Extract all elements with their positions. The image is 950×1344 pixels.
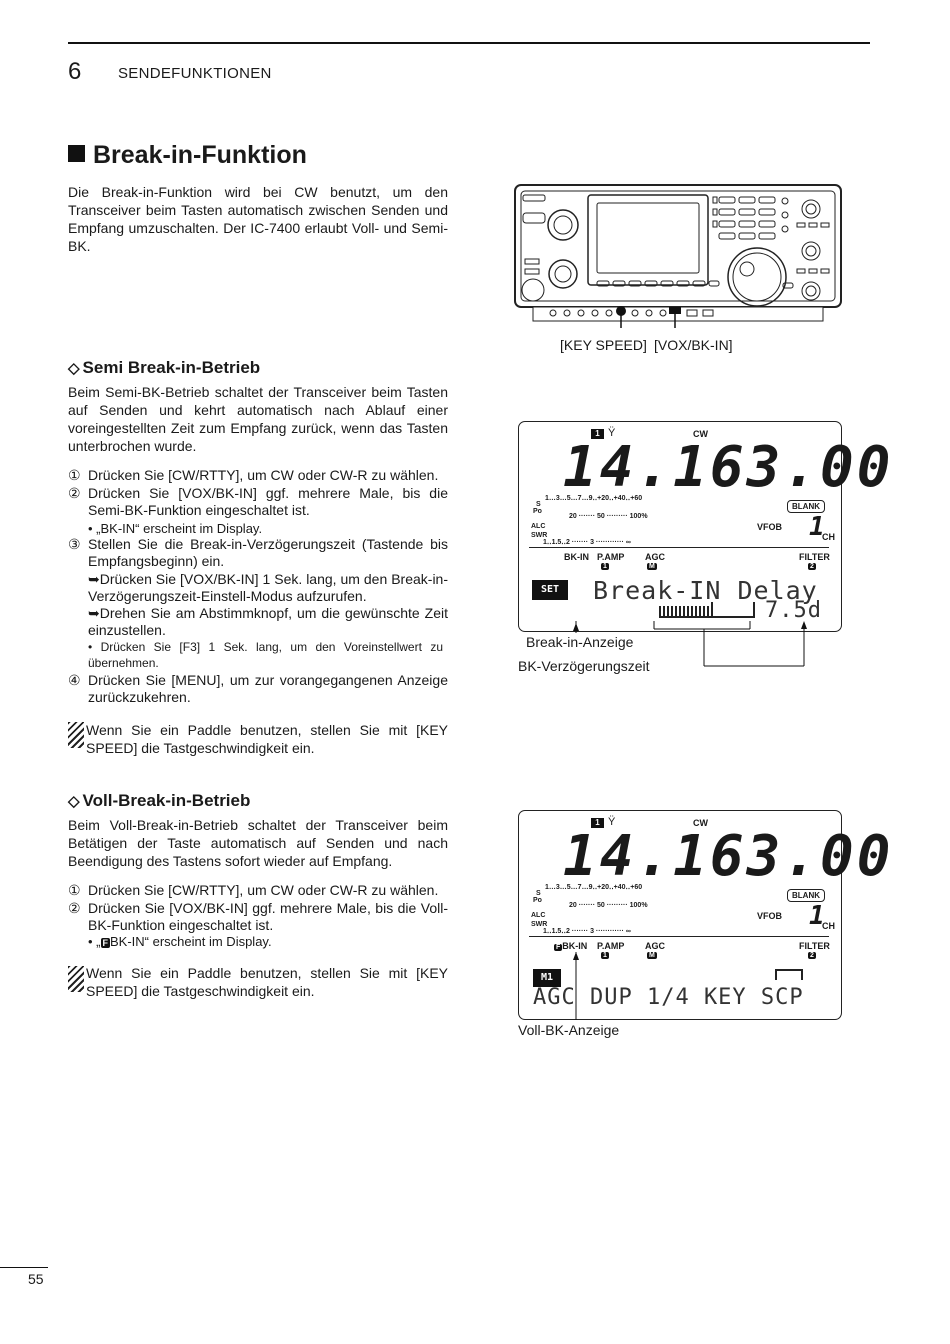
vfo-label: VFOB (757, 522, 783, 532)
s-meter-scale: 1…3…5…7…9‥+20‥+40‥+60 (545, 884, 643, 891)
semi-note: Wenn Sie ein Paddle benutzen, stellen Si… (86, 722, 448, 756)
dot-matrix-menu-line: AGC DUP 1/4 KEY SCP (533, 985, 804, 1010)
menu-m1-icon: M1 (533, 969, 561, 987)
delay-bar-frame (711, 602, 755, 618)
full-heading: ◇Voll-Break-in-Betrieb (68, 791, 251, 810)
s-meter-scale: 1…3…5…7…9‥+20‥+40‥+60 (545, 495, 643, 502)
f1-bkin: BK-IN (564, 552, 589, 562)
channel-number: 1 (809, 901, 827, 931)
blank-indicator: BLANK (787, 889, 825, 902)
note-hatch-icon (68, 722, 84, 748)
lcd2-callout-line (573, 952, 579, 1020)
semi-step-3-arrow-1: ➥Drücken Sie [VOX/BK-IN] 1 Sek. lang, um… (88, 571, 448, 604)
swr-label: SWR (531, 921, 548, 928)
header-rule (68, 42, 870, 44)
f4-sub: 2 (808, 563, 816, 570)
alc-label: ALC (531, 912, 546, 919)
semi-heading: ◇Semi Break-in-Betrieb (68, 358, 261, 377)
f4-filter: FILTER (799, 552, 830, 562)
antenna-icon: Ÿ (608, 816, 616, 828)
dot-matrix-line-1: Break-IN Delay (593, 576, 818, 605)
f4-sub: 2 (808, 952, 816, 959)
break-in-indicator-caption: Break-in-Anzeige (526, 634, 634, 650)
chapter-number: 6 (68, 58, 82, 85)
chapter-title: SENDEFUNKTIONEN (118, 65, 272, 82)
ch-label: CH (822, 921, 835, 931)
full-intro: Beim Voll-Break-in-Betrieb schaltet der … (68, 817, 448, 869)
lcd-display-full: 1 Ÿ CW 14.163.00 1…3…5…7…9‥+20‥+40‥+60 S… (518, 810, 890, 1020)
full-note: Wenn Sie ein Paddle benutzen, stellen Si… (86, 965, 448, 999)
section-title-text: Break-in-Funktion (93, 141, 307, 169)
frequency-display: 14.163.00 (563, 435, 894, 500)
footer-rule (0, 1267, 48, 1268)
mode-cw: CW (693, 429, 708, 439)
vfo-indicator-icon: 1 (591, 818, 604, 828)
key-speed-label: [KEY SPEED] (560, 337, 647, 353)
f4-filter: FILTER (799, 941, 830, 951)
po-scale: 20 ······· 50 ········· 100% (569, 513, 648, 520)
swr-scale: 1‥1.5‥2 ······· 3 ············ ∞ (543, 928, 631, 935)
vfo-label: VFOB (757, 911, 783, 921)
f3-agc: AGC (645, 552, 665, 562)
f2-pamp: P.AMP (597, 941, 625, 951)
page-number: 55 (28, 1271, 44, 1287)
function-key-divider (529, 547, 829, 548)
diamond-icon: ◇ (68, 793, 80, 810)
f3-agc: AGC (645, 941, 665, 951)
f2-pamp: P.AMP (597, 552, 625, 562)
note-hatch-icon (68, 966, 84, 992)
s-label: S (536, 501, 541, 508)
antenna-icon: Ÿ (608, 427, 616, 439)
s-label: S (536, 890, 541, 897)
radio-front-panel-figure (514, 184, 842, 328)
f2-sub: 1 (601, 952, 609, 959)
square-bullet-icon (68, 145, 85, 162)
f3-sub: M (647, 563, 657, 570)
po-label: Po (533, 897, 542, 904)
function-key-divider (529, 936, 829, 937)
diamond-icon: ◇ (68, 360, 80, 377)
semi-step-3-bullet: • Drücken Sie [F3] 1 Sek. lang, um den V… (88, 640, 443, 670)
vfo-indicator-icon: 1 (591, 429, 604, 439)
alc-label: ALC (531, 523, 546, 530)
frequency-display: 14.163.00 (563, 824, 894, 889)
full-bk-indicator-caption: Voll-BK-Anzeige (518, 1022, 620, 1038)
lcd1-callout-lines (573, 621, 807, 667)
f-badge-icon: F (100, 938, 110, 948)
f3-sub: M (647, 952, 657, 959)
channel-number: 1 (809, 512, 827, 542)
swr-label: SWR (531, 532, 548, 539)
section-intro: Die Break-in-Funktion wird bei CW benutz… (68, 184, 448, 254)
blank-indicator: BLANK (787, 500, 825, 513)
delay-bar-graph (659, 606, 711, 618)
ch-label: CH (822, 532, 835, 542)
f2-sub: 1 (601, 563, 609, 570)
vox-bkin-label: [VOX/BK-IN] (654, 337, 733, 353)
lcd-display-semi: 1 Ÿ CW 14.163.00 1…3…5…7…9‥+20‥+40‥+60 S… (518, 421, 890, 632)
delay-value: 7.5d (765, 598, 822, 623)
section-title: Break-in-Funktion (68, 141, 307, 170)
mode-cw: CW (693, 818, 708, 828)
semi-step-3-arrow-2: ➥Drehen Sie am Abstimmknopf, um die gewü… (88, 605, 448, 638)
po-label: Po (533, 508, 542, 515)
semi-intro: Beim Semi-BK-Betrieb schaltet der Transc… (68, 384, 448, 454)
semi-step-2-bullet: • „BK-IN“ erscheint im Display. (88, 521, 263, 536)
swr-scale: 1‥1.5‥2 ······· 3 ············ ∞ (543, 539, 631, 546)
po-scale: 20 ······· 50 ········· 100% (569, 902, 648, 909)
menu-set-icon: SET (532, 580, 568, 600)
f-badge-icon: F (554, 944, 563, 951)
scope-icon (775, 969, 803, 980)
bk-delay-caption: BK-Verzögerungszeit (518, 658, 650, 674)
